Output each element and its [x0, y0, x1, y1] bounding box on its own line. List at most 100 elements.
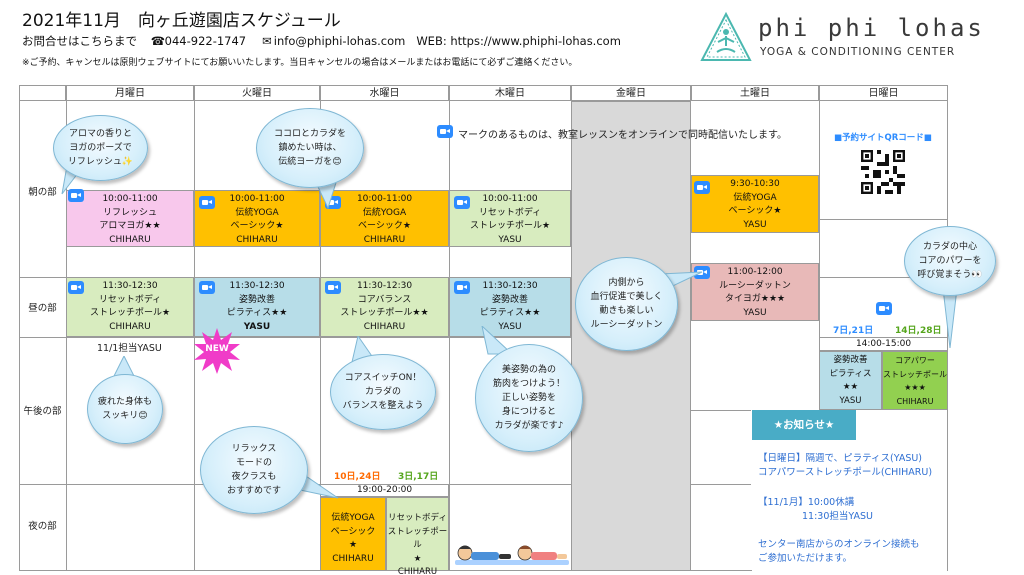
email-address[interactable]: info@phiphi-lohas.com: [273, 34, 406, 48]
notice-line: 【11/1月】10:00休講: [758, 497, 855, 508]
row-label-morning: 朝の部: [28, 187, 57, 198]
lesson-subtitle: ストレッチポール★: [469, 221, 551, 231]
lesson-subtitle: ストレッチポール★★: [340, 308, 429, 318]
bubble-relax: リラックス モードの 夜クラスも おすすめです: [200, 426, 308, 514]
lesson-instructor: YASU: [839, 395, 862, 406]
bubble-text: カラダの中心 コアのパワーを 呼び覚まそう👀: [917, 242, 983, 280]
lesson-sun-pm-corepower[interactable]: コアパワー ストレッチポール ★★★ CHIHARU: [882, 351, 948, 410]
mon-pm-note: 11/1担当YASU: [97, 343, 162, 354]
lesson-time: 9:30-10:30: [730, 179, 780, 189]
zoom-icon: [454, 281, 470, 294]
bubble-tired: 疲れた身体も スッキリ😊: [87, 374, 163, 444]
bubble-tail: [941, 280, 959, 349]
col-line: [819, 101, 820, 411]
notice-line: ご参加いただけます。: [758, 553, 853, 564]
corner-header: [19, 85, 66, 101]
wed-dates-a: 10日,24日: [334, 472, 381, 482]
lesson-subtitle: ストレッチポール: [883, 369, 947, 379]
lesson-time: 10:00-11:00: [102, 194, 158, 204]
lesson-instructor: CHIHARU: [332, 553, 374, 564]
new-badge: NEW: [192, 326, 242, 376]
notice-line: 【日曜日】隔週で、ピラティス(YASU): [758, 453, 923, 464]
qr-code-icon[interactable]: [861, 150, 905, 194]
lesson-subtitle: ピラティス★★: [479, 308, 541, 318]
sun-dates-b: 14日,28日: [895, 326, 942, 336]
lesson-sat-noon[interactable]: 11:00-12:00 ルーシーダットン タイヨガ★★★ YASU: [691, 263, 819, 321]
lesson-subtitle: ベーシック★: [358, 221, 411, 231]
bubble-text: 疲れた身体も スッキリ😊: [97, 397, 152, 421]
notice-title: ★お知らせ★: [752, 410, 856, 440]
lesson-instructor: YASU: [743, 307, 767, 318]
row-line: [691, 484, 751, 485]
notice-panel: 【日曜日】隔週で、ピラティス(YASU) コアパワーストレッチポール(CHIHA…: [752, 440, 947, 571]
lesson-title: 姿勢改善: [238, 294, 275, 305]
lesson-title: コアパワー: [895, 356, 935, 365]
day-header-sat: 土曜日: [691, 85, 819, 101]
zoom-icon: [454, 196, 470, 209]
lesson-title: 伝統YOGA: [331, 513, 375, 523]
lesson-title: 伝統YOGA: [235, 207, 279, 218]
lesson-title: 伝統YOGA: [362, 207, 407, 218]
lesson-tue-am[interactable]: 10:00-11:00 伝統YOGA ベーシック★ CHIHARU: [194, 190, 320, 247]
row-line: [19, 337, 571, 338]
bubble-kokoro: ココロとカラダを 鎮めたい時は、 伝統ヨーガを😊: [256, 108, 364, 188]
lesson-time: 10:00-11:00: [482, 194, 538, 204]
lesson-mon-noon[interactable]: 11:30-12:30 リセットボディ ストレッチポール★ CHIHARU: [66, 277, 194, 337]
starburst-icon: [194, 328, 240, 374]
lesson-instructor: YASU: [743, 219, 767, 230]
lesson-wed-night-reset[interactable]: リセットボディ ストレッチポール ★ CHIHARU: [386, 497, 449, 575]
lesson-title: コアバランス: [357, 294, 412, 305]
lesson-title: ルーシーダットン: [719, 280, 791, 291]
bubble-bishisei: 美姿勢の為の 筋肉をつけよう！ 正しい姿勢を 身につけると カラダが楽です♪: [475, 344, 583, 452]
new-badge-label: NEW: [205, 344, 229, 354]
lesson-mon-am[interactable]: 10:00-11:00 リフレッシュ アロマヨガ★★ CHIHARU: [66, 190, 194, 247]
lesson-instructor: YASU: [243, 321, 271, 332]
lesson-title: リセットボディ: [388, 513, 447, 523]
lesson-stars: ★: [413, 553, 422, 564]
wed-dates-b: 3日,17日: [398, 472, 439, 482]
lesson-stars: ★★: [842, 382, 859, 392]
phone-number[interactable]: 044-922-1747: [164, 34, 247, 48]
lesson-wed-noon[interactable]: 11:30-12:30 コアバランス ストレッチポール★★ CHIHARU: [320, 277, 449, 337]
day-header-wed: 水曜日: [320, 85, 449, 101]
lesson-stars: ★★★: [904, 383, 926, 392]
row-line: [819, 219, 948, 220]
lesson-subtitle: ストレッチポール★: [89, 308, 171, 318]
contact-line: お問合せはこちらまで ☎044-922-1747 ✉info@phiphi-lo…: [22, 33, 621, 49]
notice-line: センター南店からのオンライン接続も: [758, 539, 920, 550]
lesson-time: 11:30-12:30: [102, 281, 158, 291]
zoom-icon: [694, 181, 710, 194]
zoom-icon: [199, 281, 215, 294]
web-url[interactable]: WEB: https://www.phiphi-lohas.com: [416, 34, 621, 48]
bubble-tail: [300, 471, 339, 499]
lesson-time: 11:30-12:30: [356, 281, 413, 291]
lesson-stars: ★: [348, 540, 358, 550]
zoom-icon: [876, 302, 892, 315]
lesson-tue-noon[interactable]: 11:30-12:30 姿勢改善 ピラティス★★ YASU: [194, 277, 320, 337]
qr-label: ■予約サイトQRコード■: [834, 133, 932, 143]
bubble-text: アロマの香りと ヨガのポーズで リフレッシュ✨: [67, 129, 134, 167]
lesson-instructor: CHIHARU: [896, 396, 934, 406]
lesson-sat-am[interactable]: 9:30-10:30 伝統YOGA ベーシック★ YASU: [691, 175, 819, 233]
lesson-time: 10:00-11:00: [229, 194, 285, 204]
zoom-icon: [325, 281, 341, 294]
page-title: 2021年11月 向ヶ丘遊園店スケジュール: [22, 11, 341, 31]
zoom-icon: [199, 196, 215, 209]
bubble-text: 内側から 血行促進で美しく 動きも楽しい ルーシーダットン: [590, 278, 663, 330]
lesson-instructor: CHIHARU: [109, 321, 151, 332]
lesson-instructor: CHIHARU: [363, 234, 406, 245]
lesson-instructor: CHIHARU: [397, 567, 438, 575]
lesson-wed-night-basic[interactable]: 伝統YOGA ベーシック ★ CHIHARU: [320, 497, 386, 571]
lesson-instructor: CHIHARU: [236, 234, 278, 245]
lesson-time: 10:00-11:00: [356, 194, 413, 204]
lesson-sun-pm-pilates[interactable]: 姿勢改善 ピラティス ★★ YASU: [819, 351, 882, 410]
reservation-note: ※ご予約、キャンセルは原則ウェブサイトにてお願いいたします。当日キャンセルの場合…: [22, 58, 578, 68]
lesson-title: 姿勢改善: [833, 355, 868, 365]
lesson-wed-am[interactable]: 10:00-11:00 伝統YOGA ベーシック★ CHIHARU: [320, 190, 449, 247]
sun-pm-time: 14:00-15:00: [819, 337, 948, 351]
zoom-icon: [68, 189, 84, 202]
lesson-instructor: CHIHARU: [363, 321, 406, 332]
lesson-time: 11:00-12:00: [727, 267, 783, 277]
sun-dates-a: 7日,21日: [833, 326, 874, 336]
day-header-fri: 金曜日: [571, 85, 691, 101]
